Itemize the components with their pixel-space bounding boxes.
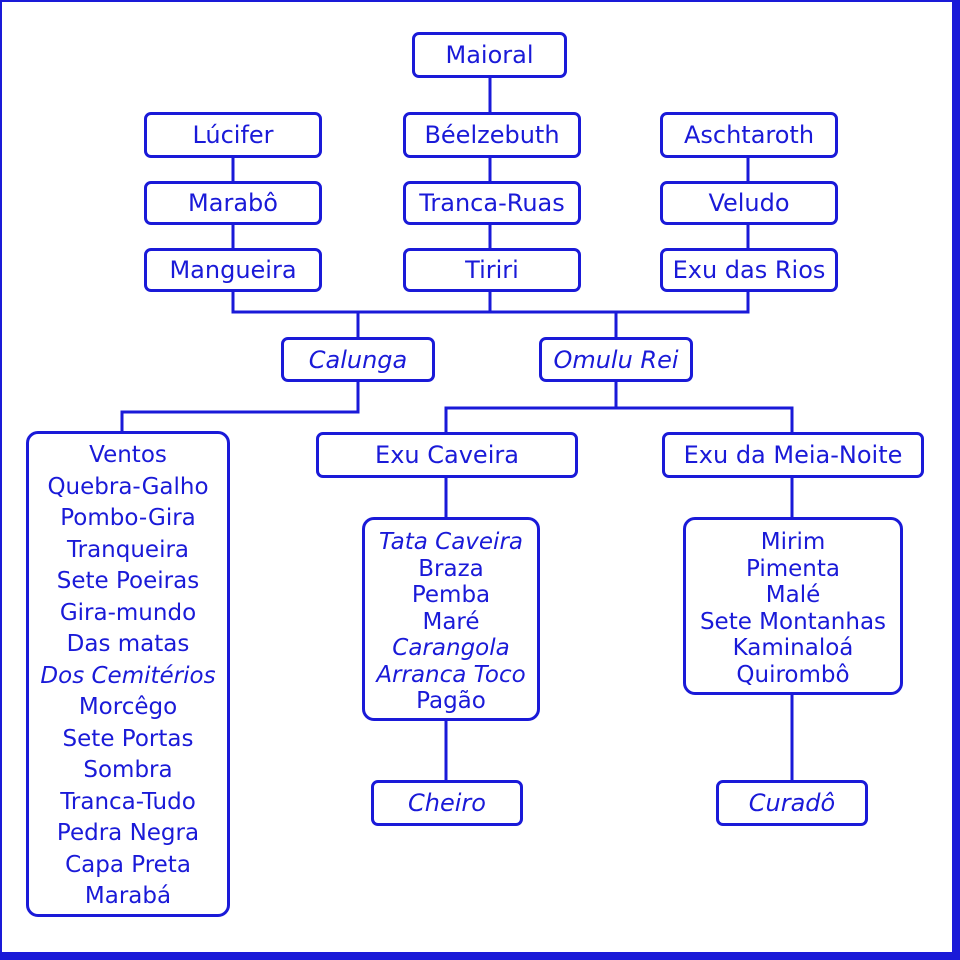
node-beelzebuth: Béelzebuth [403,112,581,158]
meia-noite-list-item: Quirombô [736,661,850,688]
node-calunga: Calunga [281,337,435,382]
node-exu-das-rios: Exu das Rios [660,248,838,292]
calunga-list-item: Sete Portas [62,725,194,752]
calunga-list-item: Capa Preta [65,851,191,878]
calunga-list-item: Marabá [84,883,172,909]
meia-noite-list-item: Sete Montanhas [699,608,887,635]
calunga-list-item: Dos Cemitérios [40,662,216,689]
node-tranca-ruas: Tranca-Ruas [403,181,581,225]
node-cheiro: Cheiro [371,780,523,826]
caveira-list-item: Pemba [411,582,491,608]
meia-noite-list-item: Pimenta [746,555,840,582]
caveira-list-item: Carangola [392,635,510,661]
node-lucifer: Lúcifer [144,112,322,158]
calunga-list-item: Morcêgo [78,694,178,720]
calunga-list-item: Sombra [83,757,173,783]
calunga-list-item: Tranqueira [66,536,190,563]
calunga-list-item: Tranca-Tudo [60,788,196,815]
calunga-list-item: Ventos [89,442,167,468]
meia-noite-list-item: Malé [765,582,821,608]
caveira-list-item: Tata Caveira [378,529,523,555]
node-omulu-rei: Omulu Rei [539,337,693,382]
node-curado: Curadô [716,780,868,826]
calunga-list-item: Gira-mundo [59,599,197,626]
caveira-list-item: Braza [418,555,484,582]
meia-noite-list-item: Kaminaloá [732,635,854,661]
node-maioral: Maioral [412,32,567,78]
node-exu-da-meia-noite: Exu da Meia-Noite [662,432,924,478]
caveira-list-item: Arranca Toco [376,661,526,688]
node-exu-caveira: Exu Caveira [316,432,578,478]
caveira-list-item: Maré [422,608,480,635]
node-veludo: Veludo [660,181,838,225]
node-tiriri: Tiriri [403,248,581,292]
meia-noite-list-item: Mirim [760,529,826,555]
caveira-list-item: Pagão [416,688,486,714]
calunga-list-item: Quebra-Galho [47,473,209,500]
node-aschtaroth: Aschtaroth [660,112,838,158]
node-mangueira: Mangueira [144,248,322,292]
calunga-list-item: Sete Poeiras [56,568,200,594]
calunga-list-item: Pombo-Gira [60,505,196,531]
calunga-list-item: Das matas [66,631,190,657]
node-marabo: Marabô [144,181,322,225]
calunga-list-item: Pedra Negra [56,820,200,846]
